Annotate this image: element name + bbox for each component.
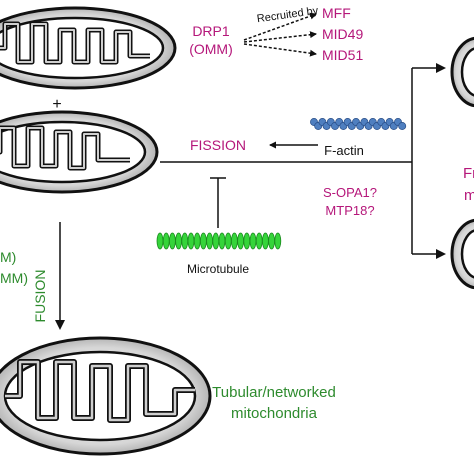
s-opa1-label: S-OPA1? bbox=[323, 185, 377, 200]
mff-label: MFF bbox=[322, 5, 351, 21]
mitochondrion-icon bbox=[450, 218, 474, 290]
mid49-label: MID49 bbox=[322, 26, 363, 42]
recruitment-arrows bbox=[243, 12, 317, 57]
omm-label: (OMM) bbox=[189, 41, 233, 57]
tubular-label-line1: Tubular/networked bbox=[212, 384, 336, 401]
f-actin-label: F-actin bbox=[324, 143, 364, 158]
fission-label: FISSION bbox=[190, 137, 246, 153]
mitochondrion-icon bbox=[450, 36, 474, 108]
mid51-label: MID51 bbox=[322, 47, 363, 63]
microtubule-inhibition bbox=[210, 177, 226, 228]
fusion-label: FUSION bbox=[32, 270, 48, 323]
plus-sign: + bbox=[52, 96, 61, 113]
fragmented-label-partial: Fr bbox=[463, 165, 474, 182]
fusion-factor-label-partial-2: MM) bbox=[0, 270, 28, 286]
recruited-by-label: Recruited by bbox=[256, 5, 319, 26]
tubular-label-line2: mitochondria bbox=[231, 405, 318, 422]
fission-branch-arrows bbox=[411, 63, 446, 259]
microtubule-label: Microtubule bbox=[187, 262, 249, 276]
drp1-label: DRP1 bbox=[192, 23, 230, 39]
mitochondrion-icon bbox=[0, 336, 212, 456]
f-actin-filament-icon bbox=[310, 118, 407, 130]
mtp18-label: MTP18? bbox=[325, 203, 374, 218]
microtubule-icon bbox=[156, 232, 282, 250]
fusion-factor-label-partial-1: M) bbox=[0, 249, 16, 265]
mitochondrion-icon bbox=[0, 110, 159, 194]
mitochondrion-icon bbox=[0, 6, 177, 90]
mitochondria-label-partial: m bbox=[464, 187, 474, 204]
